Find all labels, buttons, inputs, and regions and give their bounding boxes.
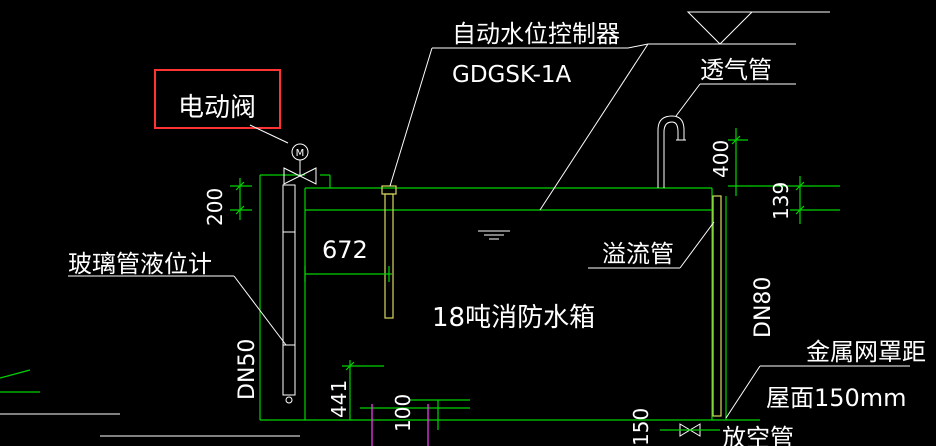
overflow-pipe <box>712 195 727 420</box>
electric-valve-symbol: M <box>283 143 317 185</box>
dim-441 <box>342 360 384 420</box>
vent-pipe-leader <box>675 83 701 117</box>
dim-200 <box>230 178 252 220</box>
controller-leader <box>389 47 433 187</box>
mesh-cover-label: 金属网罩距 <box>806 338 926 366</box>
dim-139-label: 139 <box>769 182 793 220</box>
dim-672 <box>304 266 392 282</box>
glass-gauge-leader <box>233 275 287 346</box>
water-tank <box>260 187 760 421</box>
dim-139 <box>790 176 840 224</box>
drain-pipe-label: 放空管 <box>722 424 794 446</box>
top-leader-a <box>627 43 649 49</box>
vent-pipe <box>657 115 686 188</box>
overflow-pipe-label: 溢流管 <box>602 240 674 268</box>
dim-100-label: 100 <box>391 394 415 432</box>
roof-distance-label: 屋面150mm <box>766 384 907 412</box>
controller-model: GDGSK-1A <box>452 62 572 88</box>
glass-level-gauge <box>282 184 296 404</box>
dn50-label: DN50 <box>235 339 260 400</box>
dim-672-label: 672 <box>322 236 368 264</box>
dim-400 <box>728 128 840 196</box>
electric-valve-label: 电动阀 <box>178 93 256 123</box>
dn80-label: DN80 <box>751 277 776 338</box>
overflow-leader <box>679 221 715 269</box>
mesh-leader <box>725 365 761 419</box>
drain-valve-symbol <box>660 423 720 437</box>
water-level-symbol <box>478 230 510 240</box>
bottom-fittings <box>360 399 470 446</box>
left-fragments <box>0 369 300 437</box>
controller-title: 自动水位控制器 <box>452 20 620 48</box>
vent-pipe-label: 透气管 <box>700 56 772 84</box>
dim-400-label: 400 <box>709 140 733 178</box>
elevation-marker <box>686 11 830 45</box>
electric-valve-leader <box>249 124 289 144</box>
top-leader-c <box>539 43 649 211</box>
controller-probe <box>381 185 397 319</box>
valve-m-label: M <box>296 148 305 159</box>
dim-150-label: 150 <box>629 408 653 446</box>
dim-200-label: 200 <box>203 188 227 226</box>
glass-gauge-label: 玻璃管液位计 <box>68 250 212 278</box>
dim-441-label: 441 <box>327 380 351 418</box>
tank-name: 18吨消防水箱 <box>432 303 595 333</box>
electric-valve-highlight <box>154 69 281 129</box>
